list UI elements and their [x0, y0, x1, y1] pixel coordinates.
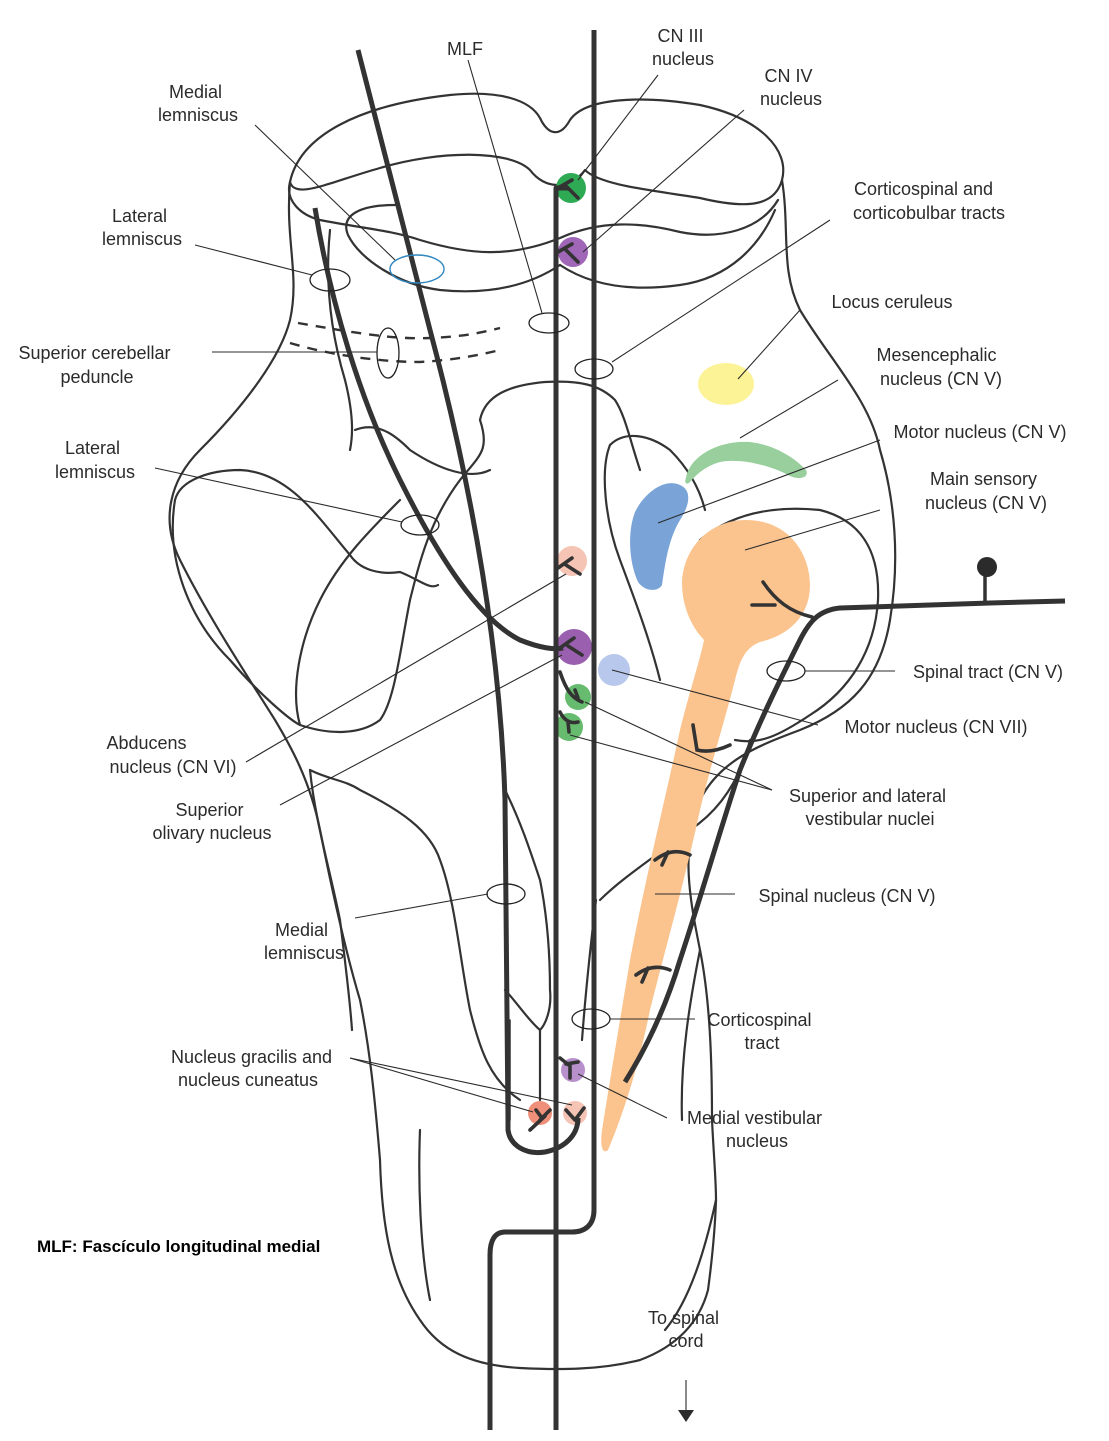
- sensory-neuron-cell-body: [977, 557, 997, 577]
- label-gracilis-cuneatus: Nucleus gracilis and nucleus cuneatus: [171, 1047, 337, 1090]
- label-locus-ceruleus: Locus ceruleus: [831, 292, 952, 312]
- label-superior-olivary-nucleus: Superior olivary nucleus: [152, 800, 271, 843]
- label-superior-lateral-vestibular: Superior and lateral vestibular nuclei: [789, 786, 951, 829]
- label-lateral-lemniscus-top: Lateral lemniscus: [102, 206, 182, 249]
- label-corticospinal-corticobulbar: Corticospinal and corticobulbar tracts: [853, 179, 1005, 223]
- trigeminal-sensory-nucleus: [601, 520, 810, 1152]
- arrow-down-icon: [678, 1410, 694, 1422]
- label-superior-cerebellar-peduncle: Superior cerebellar peduncle: [18, 343, 175, 387]
- label-medial-vestibular: Medial vestibular nucleus: [687, 1108, 827, 1151]
- label-corticospinal-tract: Corticospinal tract: [707, 1010, 816, 1053]
- nucleus-cuneatus: [563, 1101, 587, 1125]
- lateral-lemniscus-ring-top: [309, 268, 351, 292]
- label-main-sensory-nucleus: Main sensory nucleus (CN V): [925, 469, 1047, 513]
- motor-nucleus-cn5: [630, 483, 689, 590]
- labels: MLF CN III nucleus CN IV nucleus Medial …: [18, 26, 1066, 1351]
- superior-cerebellar-peduncle-ring: [376, 327, 400, 379]
- nuclei: [528, 173, 810, 1152]
- spinal-tract-ring: [766, 660, 806, 682]
- label-medial-lemniscus-low: Medial lemniscus: [264, 920, 344, 963]
- label-motor-nucleus-cn7: Motor nucleus (CN VII): [844, 717, 1027, 737]
- medial-lemniscus-ring-low: [486, 883, 526, 905]
- tract-markers: [309, 254, 806, 1030]
- corticospinal-corticobulbar-ring: [574, 358, 614, 380]
- mlf-ring: [528, 312, 570, 334]
- leader-lines: [154, 59, 895, 1422]
- label-medial-lemniscus-top: Medial lemniscus: [158, 82, 238, 125]
- label-cn4-nucleus: CN IV nucleus: [760, 66, 822, 109]
- cn4-nucleus: [558, 237, 588, 267]
- label-motor-nucleus-cn5: Motor nucleus (CN V): [893, 422, 1066, 442]
- label-spinal-tract-cn5: Spinal tract (CN V): [913, 662, 1063, 682]
- label-abducens-nucleus: Abducens nucleus (CN VI): [106, 733, 236, 777]
- label-lateral-lemniscus-mid: Lateral lemniscus: [55, 438, 135, 482]
- mesencephalic-nucleus: [685, 441, 807, 484]
- label-to-spinal-cord: To spinal cord: [648, 1308, 724, 1351]
- medial-lemniscus-ring-top: [389, 254, 445, 284]
- label-cn3-nucleus: CN III nucleus: [652, 26, 714, 69]
- label-mesencephalic-nucleus: Mesencephalic nucleus (CN V): [876, 345, 1002, 389]
- brainstem-outline: [168, 92, 897, 1371]
- locus-ceruleus-nucleus: [698, 363, 754, 405]
- mlf-footnote: MLF: Fascículo longitudinal medial: [37, 1237, 320, 1256]
- cn3-nucleus: [556, 173, 586, 203]
- label-mlf: MLF: [447, 39, 483, 59]
- abducens-nucleus: [557, 546, 587, 576]
- corticospinal-tract-ring: [571, 1008, 611, 1030]
- lateral-lemniscus-ring-mid: [400, 514, 440, 536]
- label-spinal-nucleus-cn5: Spinal nucleus (CN V): [758, 886, 935, 906]
- synapses: [528, 178, 732, 1132]
- tracts: [312, 30, 1066, 1430]
